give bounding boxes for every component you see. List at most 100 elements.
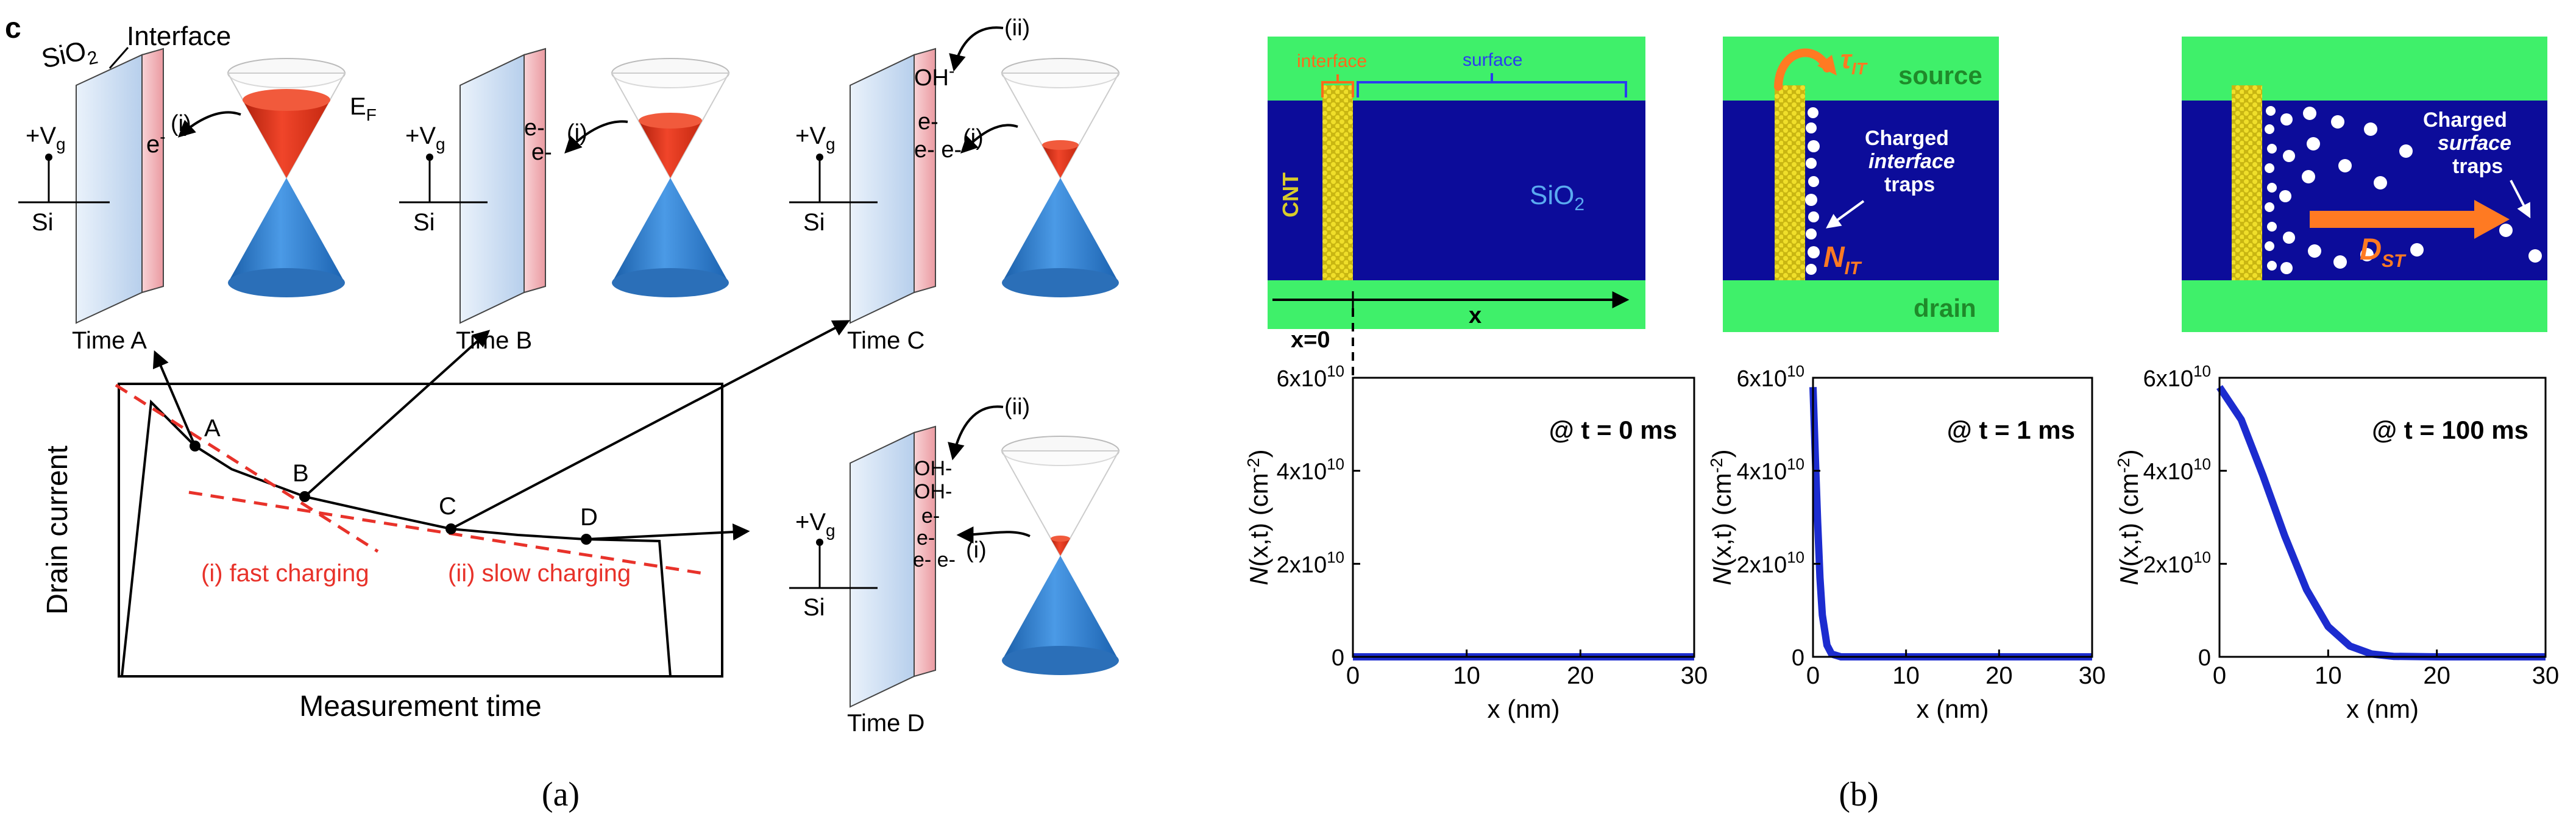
x-axis-title: x (nm) bbox=[2346, 695, 2419, 723]
gate-label: +Vg bbox=[26, 122, 66, 154]
hydroxyl-label: OH- bbox=[914, 457, 952, 480]
schematic-t1: source drain τIT Charged interface traps bbox=[1723, 37, 1999, 332]
hydroxyl-label: OH- bbox=[914, 62, 954, 91]
fast-charging-label: (i) fast charging bbox=[201, 560, 369, 587]
trap-dot-icon bbox=[2283, 150, 2295, 162]
graph-ylabel: Drain current bbox=[41, 445, 74, 614]
interface-trap-dots bbox=[1805, 107, 1820, 275]
transfer-arrow bbox=[960, 124, 1018, 154]
drain-current-trace bbox=[121, 399, 672, 677]
interface-traps-line3: traps bbox=[1884, 173, 1935, 196]
x-axis-label: x bbox=[1469, 303, 1481, 328]
cnt-channel bbox=[1775, 85, 1805, 280]
surface-traps-line1: Charged bbox=[2423, 108, 2507, 132]
fermi-label: EF bbox=[350, 93, 377, 124]
x-tick-label: 10 bbox=[2315, 662, 2342, 689]
interface-traps-line2: interface bbox=[1868, 150, 1955, 173]
time-annotation: @ t = 100 ms bbox=[2372, 416, 2528, 444]
time-label: Time D bbox=[847, 710, 924, 737]
plot-frame bbox=[1812, 377, 2093, 658]
snapshot-time-b: +Vg Si e- e- (i) Time B bbox=[399, 48, 730, 354]
trap-dot-icon bbox=[2360, 248, 2374, 261]
trap-dot-icon bbox=[1808, 107, 1818, 118]
drain-label: drain bbox=[1914, 294, 1976, 322]
trap-dot-icon bbox=[2302, 170, 2315, 183]
dst-label: DST bbox=[2360, 232, 2407, 271]
schematic-t100: Charged surface traps DST bbox=[2182, 37, 2547, 332]
cnt-channel bbox=[2232, 85, 2262, 280]
y-axis-title: N(x,t) (cm-2) bbox=[1244, 449, 1273, 585]
trap-dot-icon bbox=[2279, 190, 2291, 202]
trap-dot-icon bbox=[1806, 122, 1817, 133]
electron-label: e- bbox=[921, 505, 940, 528]
y-tick-label: 6x1010 bbox=[1277, 362, 1344, 392]
si-label: Si bbox=[32, 209, 54, 236]
curved-arrow-icon bbox=[1774, 48, 1831, 91]
trap-dot-icon bbox=[2374, 176, 2387, 189]
trap-dot-icon bbox=[2410, 243, 2424, 257]
interface-traps-pointer bbox=[1826, 200, 1865, 228]
y-axis-title: N(x,t) (cm-2) bbox=[2114, 449, 2143, 585]
sio2-slab bbox=[850, 431, 915, 708]
hydroxyl-arrow bbox=[949, 26, 1004, 72]
surface-traps-line2: surface bbox=[2438, 132, 2511, 155]
snapshot-time-d: +Vg Si OH- OH- e- e- e- e- (i) (ii) Time… bbox=[789, 394, 1120, 737]
interface-traps-line1: Charged bbox=[1865, 127, 1949, 150]
pointer-to-time-d bbox=[586, 523, 750, 541]
y-tick-label: 2x1010 bbox=[1737, 548, 1804, 578]
time-annotation: @ t = 1 ms bbox=[1947, 416, 2075, 444]
trap-dot-icon bbox=[1806, 264, 1817, 275]
y-tick-label: 0 bbox=[1792, 645, 1804, 671]
trap-dot-icon bbox=[1805, 194, 1817, 206]
trap-dot-icon bbox=[2283, 232, 2295, 244]
pointer-to-time-b bbox=[303, 330, 491, 498]
trap-dot-icon bbox=[1808, 211, 1819, 222]
interface-region-label: interface bbox=[1297, 51, 1367, 71]
cnt-label: CNT bbox=[1278, 172, 1303, 218]
snapshot-time-c: +Vg Si OH- e- e- e- (i) (ii) Time C bbox=[789, 15, 1120, 354]
slow-charging-label: (ii) slow charging bbox=[448, 560, 631, 587]
si-label: Si bbox=[803, 209, 825, 236]
sio2-label: SiO2 bbox=[39, 34, 100, 78]
trap-dot-icon bbox=[2267, 261, 2277, 271]
time-label: Time A bbox=[72, 327, 147, 354]
drain-contact bbox=[1268, 280, 1645, 329]
si-label: Si bbox=[803, 594, 825, 621]
trap-dot-icon bbox=[2338, 159, 2352, 172]
trap-dot-icon bbox=[1808, 246, 1820, 258]
electron-label: e- bbox=[524, 115, 545, 141]
trap-dot-icon bbox=[2265, 163, 2274, 173]
y-tick-label: 4x1010 bbox=[1277, 455, 1344, 485]
interface-bracket bbox=[1321, 74, 1354, 97]
x-axis-title: x (nm) bbox=[1917, 695, 1989, 723]
cnt-top-cap bbox=[1322, 85, 1353, 101]
trap-dot-icon bbox=[1806, 158, 1817, 169]
interface-layer bbox=[523, 48, 546, 294]
dirac-cone-icon bbox=[1001, 58, 1120, 297]
x-tick-label: 30 bbox=[2532, 662, 2560, 689]
trap-dot-icon bbox=[2267, 144, 2277, 154]
trap-dot-icon bbox=[2528, 249, 2542, 263]
trap-dot-icon bbox=[1806, 228, 1817, 239]
trap-dot-icon bbox=[2265, 202, 2274, 212]
trap-dot-icon bbox=[2399, 144, 2413, 158]
x-tick-label: 10 bbox=[1453, 662, 1480, 689]
mark-ii: (ii) bbox=[1004, 394, 1030, 420]
x-tick-label: 30 bbox=[2079, 662, 2106, 689]
x-tick-label: 20 bbox=[1567, 662, 1594, 689]
panel-a-letter: c bbox=[5, 12, 21, 44]
transfer-arrow bbox=[956, 526, 1031, 544]
transfer-arrow bbox=[177, 111, 241, 138]
mark-i: (i) bbox=[171, 111, 191, 136]
hydroxyl-arrow bbox=[948, 405, 1004, 461]
electron-label: e- e- bbox=[914, 137, 962, 163]
surface-region-label: surface bbox=[1463, 50, 1522, 70]
sio2-slab bbox=[76, 54, 143, 324]
time-annotation: @ t = 0 ms bbox=[1549, 416, 1677, 444]
surface-traps-line3: traps bbox=[2452, 155, 2503, 178]
trap-dot-icon bbox=[2333, 255, 2347, 269]
dirac-cone-icon bbox=[227, 58, 346, 297]
sio2-slab bbox=[459, 54, 525, 324]
x-tick-label: 20 bbox=[2423, 662, 2450, 689]
